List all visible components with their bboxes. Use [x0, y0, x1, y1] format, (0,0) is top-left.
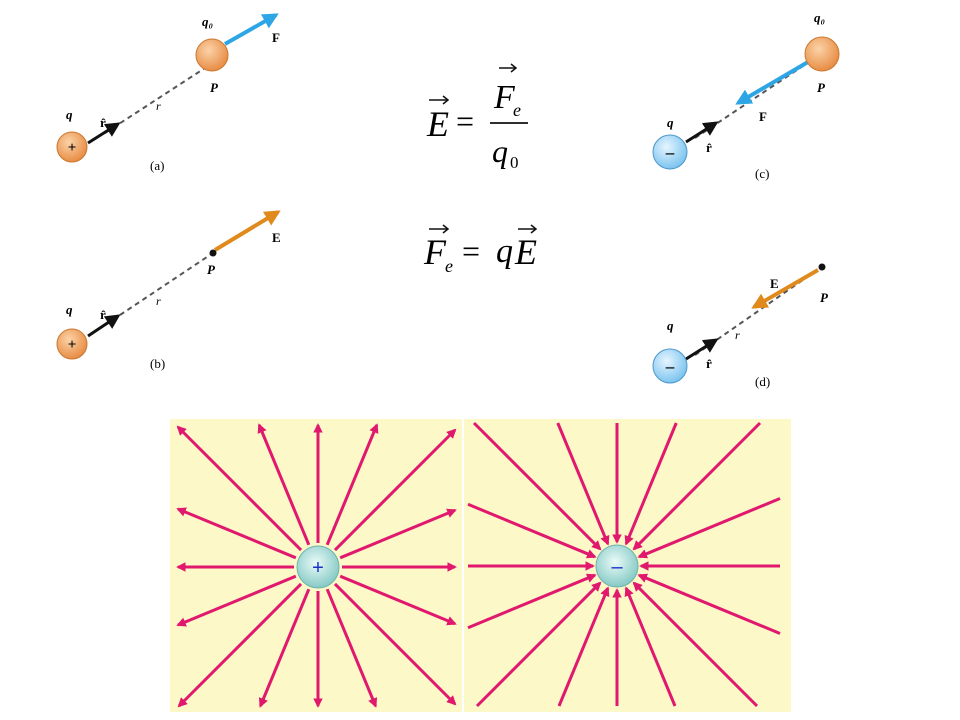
field-line: [325, 588, 378, 708]
force-arrow: [224, 13, 279, 46]
point-label: P: [817, 80, 826, 95]
unit-vector-arrow: [685, 121, 719, 144]
field-point: [209, 249, 217, 257]
field-point: [818, 263, 826, 271]
field-arrow: [213, 210, 281, 252]
distance-line: [104, 254, 211, 326]
eq1-lhs: E: [426, 104, 449, 144]
negative-field-lines: [467, 421, 781, 708]
unit-vector-arrow: [87, 314, 121, 338]
field-line: [467, 502, 597, 559]
force-arrow: [735, 60, 810, 105]
eq1-denominator: q: [492, 133, 508, 169]
field-line: [467, 573, 597, 630]
eq1-numerator-subscript: e: [513, 100, 521, 120]
charge-sign: –: [665, 357, 675, 376]
field-line: [557, 586, 610, 707]
field-line: [632, 421, 762, 551]
distance-label: r: [156, 294, 161, 308]
panel-caption: (b): [150, 356, 165, 371]
panel-caption: (c): [755, 166, 769, 181]
charge-label: q: [66, 107, 73, 122]
positive-charge: [296, 545, 340, 589]
negative-charge: [595, 544, 639, 588]
source-charge: [652, 134, 688, 170]
charge-sign: –: [665, 143, 675, 162]
panel-b: + q r̂ r P E (b): [56, 210, 281, 371]
field-line: [333, 582, 457, 706]
unit-vector-arrow: [685, 338, 719, 361]
charge-sign: +: [68, 140, 77, 156]
field-line: [176, 425, 303, 552]
field-line: [258, 588, 311, 708]
eq2-lhs-subscript: e: [445, 256, 453, 276]
panel-c: – q r̂ P q₀ F (c): [652, 10, 840, 181]
force-label: F: [272, 30, 280, 45]
field-line: [325, 423, 379, 546]
unit-vector-arrow: [87, 122, 121, 145]
field-line: [556, 422, 610, 546]
eq1-numerator: F: [493, 79, 516, 116]
field-line: [624, 586, 677, 707]
positive-field-lines: [176, 423, 457, 708]
field-lines-panel: + –: [170, 419, 791, 712]
equation-force-on-charge: F e = q E: [423, 224, 538, 276]
point-label: P: [820, 290, 829, 305]
source-charge: [56, 131, 88, 163]
charge-sign: +: [68, 337, 77, 353]
field-line: [472, 421, 602, 551]
eq2-vector: E: [514, 232, 537, 272]
source-charge: [56, 328, 88, 360]
eq1-denominator-subscript: 0: [510, 153, 519, 172]
eq2-coefficient: q: [496, 233, 513, 270]
charge-label: q: [667, 115, 674, 130]
equation-field-definition: E = F e q 0: [426, 63, 528, 172]
field-label: E: [272, 230, 281, 245]
source-charge: [652, 348, 688, 384]
charge-label: q: [66, 302, 73, 317]
point-label: P: [207, 262, 216, 277]
distance-label: r: [156, 99, 161, 113]
panel-a: + q r̂ r P q₀ F (a): [56, 13, 280, 173]
field-line: [333, 428, 457, 552]
field-line: [632, 581, 759, 708]
distance-line: [104, 67, 206, 134]
unit-vector-label: r̂: [706, 140, 712, 155]
negative-charge-sign: –: [611, 556, 623, 578]
test-charge: [195, 38, 229, 72]
force-label: F: [759, 109, 767, 124]
field-line: [637, 497, 781, 559]
eq1-equals: =: [456, 103, 474, 139]
field-line: [257, 423, 311, 546]
field-line: [176, 507, 297, 560]
point-label: P: [210, 80, 219, 95]
panel-caption: (d): [755, 374, 770, 389]
test-charge-label: q₀: [814, 10, 825, 25]
field-line: [475, 581, 602, 708]
field-line: [624, 422, 678, 546]
field-line: [339, 508, 457, 560]
positive-charge-sign: +: [312, 557, 324, 579]
panel-d: – q r̂ r P E (d): [652, 263, 829, 389]
field-label: E: [770, 276, 779, 291]
distance-label: r: [735, 328, 740, 342]
unit-vector-label: r̂: [100, 307, 106, 322]
eq2-lhs: F: [423, 232, 447, 272]
eq2-equals: =: [462, 233, 480, 269]
charge-label: q: [667, 318, 674, 333]
field-line: [177, 582, 303, 708]
field-line: [339, 574, 457, 626]
field-line: [637, 573, 781, 635]
field-arrow: [751, 268, 820, 309]
unit-vector-label: r̂: [706, 356, 712, 371]
field-line: [176, 574, 297, 627]
test-charge: [804, 36, 840, 72]
test-charge-label: q₀: [202, 14, 213, 29]
unit-vector-label: r̂: [100, 115, 106, 130]
panel-caption: (a): [150, 158, 164, 173]
